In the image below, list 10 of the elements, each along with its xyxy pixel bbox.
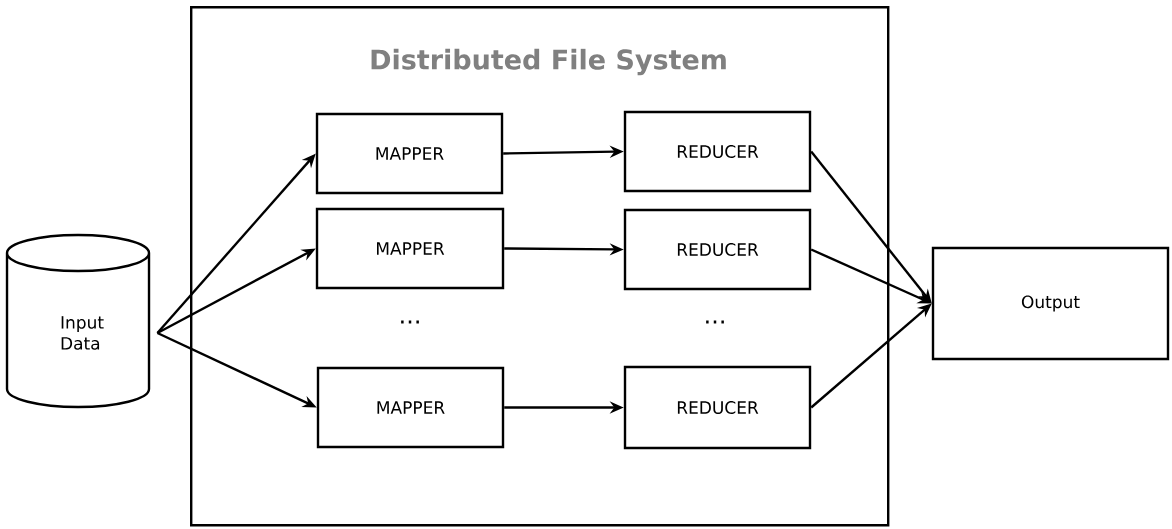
process-box: REDUCER xyxy=(623,365,812,450)
process-box: REDUCER xyxy=(623,110,812,193)
process-box: Output xyxy=(931,246,1170,361)
ellipsis: ... xyxy=(401,320,419,324)
frame-title: Distributed File System xyxy=(371,48,726,76)
process-box: MAPPER xyxy=(315,207,505,290)
ellipsis: ... xyxy=(706,320,724,324)
process-box: MAPPER xyxy=(316,366,505,449)
process-box: REDUCER xyxy=(623,208,812,291)
process-box: MAPPER xyxy=(315,112,504,195)
